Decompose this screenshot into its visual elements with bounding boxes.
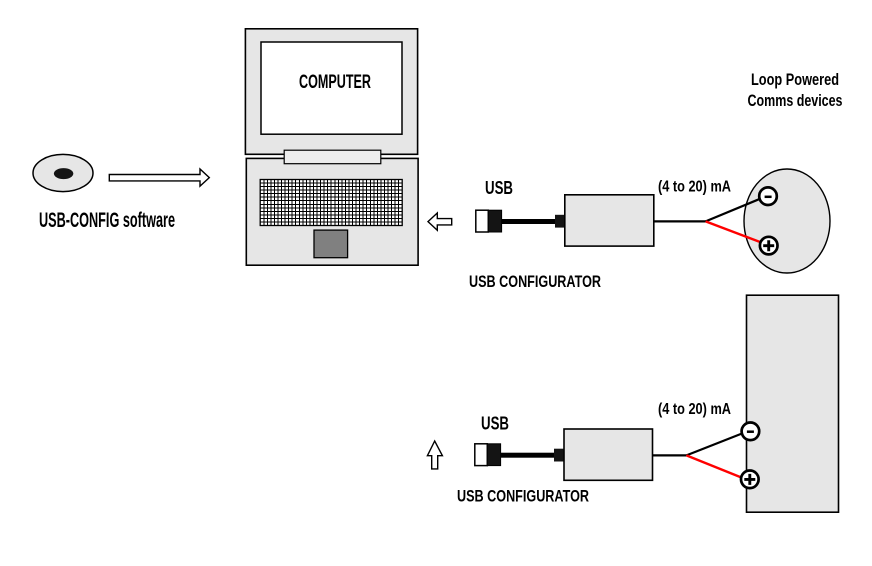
svg-text:USB: USB xyxy=(481,414,509,434)
svg-text:USB-CONFIG software: USB-CONFIG software xyxy=(39,209,175,232)
svg-text:USB CONFIGURATOR: USB CONFIGURATOR xyxy=(457,487,589,506)
svg-text:Loop Powered: Loop Powered xyxy=(751,70,839,89)
svg-text:Comms devices: Comms devices xyxy=(748,91,843,110)
svg-text:(4 to 20) mA: (4 to 20) mA xyxy=(658,401,731,418)
svg-text:USB CONFIGURATOR: USB CONFIGURATOR xyxy=(469,272,601,291)
svg-text:COMPUTER: COMPUTER xyxy=(299,72,371,93)
svg-text:USB: USB xyxy=(485,178,513,198)
svg-text:(4 to 20) mA: (4 to 20) mA xyxy=(658,178,731,195)
